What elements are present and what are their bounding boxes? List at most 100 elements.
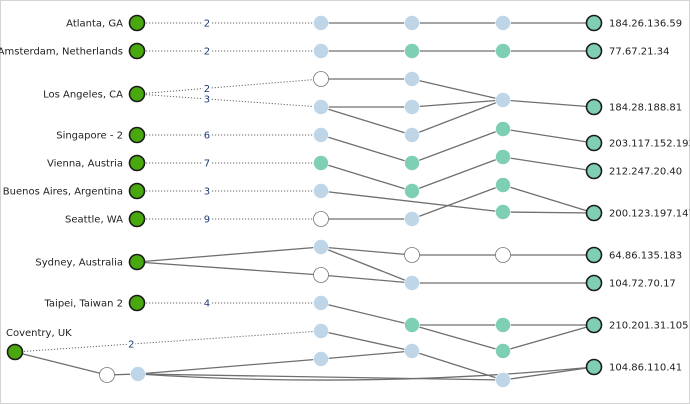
hop-node[interactable] [495,204,511,220]
hop-node[interactable] [404,343,420,359]
nodes-layer [6,14,603,388]
hop-node[interactable] [313,155,329,171]
source-label: Los Angeles, CA [43,90,123,101]
hop-node[interactable] [404,317,420,333]
route-edge [320,162,413,192]
hop-node[interactable] [313,323,329,339]
route-edge [320,246,413,284]
hop-count-bg [202,185,211,196]
hop-node[interactable] [313,351,329,367]
dotted-edge [136,93,322,108]
source-node[interactable] [128,154,146,172]
hop-node[interactable] [495,343,511,359]
source-node[interactable] [128,210,146,228]
source-label: Singapore - 2 [56,131,123,142]
destination-node[interactable] [585,204,603,222]
hop-node[interactable] [404,15,420,31]
source-node[interactable] [128,253,146,271]
hop-node[interactable] [404,99,420,115]
destination-node[interactable] [585,98,603,116]
destination-ip-label: 212.247.20.40 [609,167,682,178]
destination-node[interactable] [585,14,603,32]
hop-node[interactable] [495,247,511,263]
hop-count-bg [202,297,211,308]
hop-node[interactable] [313,99,329,115]
hop-node[interactable] [313,71,329,87]
hop-node[interactable] [404,183,420,199]
hop-node[interactable] [495,15,511,31]
hop-node[interactable] [495,317,511,333]
hop-node[interactable] [313,211,329,227]
hop-node[interactable] [495,372,511,388]
destination-ip-label: 200.123.197.147 [609,209,690,220]
route-edge [502,324,595,352]
hop-node[interactable] [404,155,420,171]
source-node[interactable] [128,182,146,200]
destination-ip-label: 77.67.21.34 [609,47,669,58]
hop-node[interactable] [404,211,420,227]
source-label: Sydney, Australia [35,258,123,269]
hop-count-label: 2 [204,19,210,30]
hop-node[interactable] [404,127,420,143]
destination-node[interactable] [585,274,603,292]
edges-layer [14,22,595,381]
route-edge [136,246,322,263]
source-label: Buenos Aires, Argentina [3,187,123,198]
destination-ip-label: 203.117.152.193 [609,139,690,150]
hop-node[interactable] [99,367,115,383]
destination-node[interactable] [585,358,603,376]
hop-node[interactable] [495,121,511,137]
dotted-edge [14,330,322,353]
destination-node[interactable] [585,316,603,334]
route-edge [411,78,504,101]
hop-node[interactable] [404,275,420,291]
hop-node[interactable] [404,71,420,87]
hop-node[interactable] [495,177,511,193]
hop-node[interactable] [313,43,329,59]
hop-count-bg [202,17,211,28]
hop-node[interactable] [130,366,146,382]
route-edge [411,324,504,352]
source-node[interactable] [128,294,146,312]
source-node[interactable] [128,42,146,60]
hop-node[interactable] [495,149,511,165]
route-edge [320,350,413,360]
hop-count-label: 2 [204,84,210,95]
hop-node[interactable] [313,183,329,199]
hop-node[interactable] [404,247,420,263]
hop-node[interactable] [495,92,511,108]
source-node[interactable] [6,343,24,361]
route-edge [320,246,413,256]
source-node[interactable] [128,85,146,103]
hop-node[interactable] [495,43,511,59]
hop-count-label: 9 [204,215,210,226]
source-node[interactable] [128,14,146,32]
hop-count-bg [202,45,211,56]
destination-node[interactable] [585,134,603,152]
hop-count-label: 4 [204,299,210,310]
hop-node[interactable] [313,239,329,255]
route-edge [411,184,504,220]
route-edge [502,184,595,214]
hop-count-label: 2 [204,47,210,58]
route-edge [502,366,595,381]
source-label: Vienna, Austria [47,159,123,170]
hop-node[interactable] [313,295,329,311]
destination-node[interactable] [585,246,603,264]
source-node[interactable] [128,126,146,144]
hop-node[interactable] [404,43,420,59]
hop-count-label: 3 [204,187,210,198]
destination-node[interactable] [585,42,603,60]
hop-count-bg [202,129,211,140]
destination-node[interactable] [585,162,603,180]
route-edge [137,373,504,381]
hop-count-bg [202,157,211,168]
hop-node[interactable] [313,267,329,283]
hop-node[interactable] [313,15,329,31]
hop-node[interactable] [313,127,329,143]
hop-count-label: 2 [128,340,134,351]
route-edge [320,302,413,326]
route-edge [320,330,413,352]
